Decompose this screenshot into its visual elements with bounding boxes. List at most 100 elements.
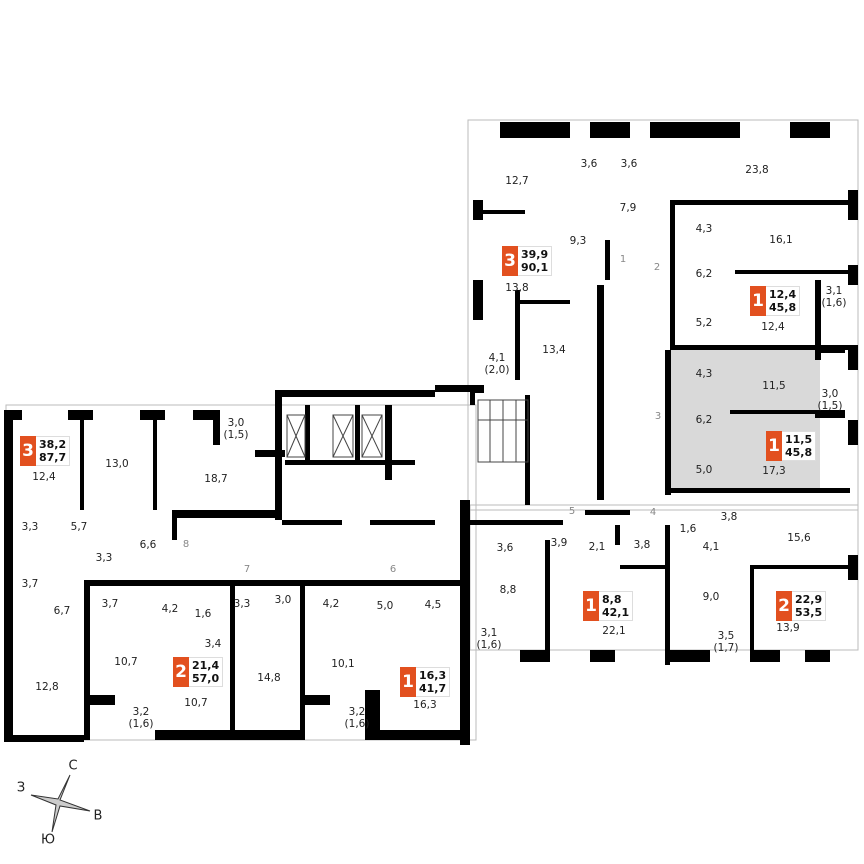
balcony-reduced-area: (1,6) [821,297,847,309]
room-count: 2 [776,591,792,621]
room-area-label: 2,1 [589,541,606,553]
balcony-reduced-area: (2,0) [484,364,510,376]
room-count: 3 [20,436,36,466]
room-area: 9,3 [569,235,587,247]
room-area: 5,0 [695,464,713,476]
room-area-label: 12,4 [32,471,55,483]
room-area: 3,6 [496,542,514,554]
apartment-door-number: 4 [649,507,657,518]
room-area: 1,6 [194,608,212,620]
room-area-label: 13,9 [776,622,799,634]
room-area-label: 9,3 [570,235,587,247]
apartment-door-number: 3 [654,411,662,422]
room-area: 3,0 [821,388,839,400]
room-area-label: 12,7 [505,175,528,187]
room-area: 3,0 [227,417,245,429]
room-area: 3,5 [717,630,735,642]
room-area: 16,3 [413,699,437,711]
room-count: 3 [502,246,518,276]
room-area-label: 17,3 [762,465,785,477]
room-area-label: 3,7 [22,578,39,590]
room-area-label: 4,2 [323,598,340,610]
room-area: 17,3 [762,465,786,477]
room-count: 1 [750,286,766,316]
total-area: 45,8 [769,301,797,314]
compass-north-label: С [68,758,78,774]
room-area: 18,7 [204,473,228,485]
living-area: 21,4 [192,659,220,672]
room-area-label: 3,6 [497,542,514,554]
room-area-label: 12,4 [761,321,784,333]
room-area-label: 3,1(1,6) [477,627,502,651]
room-area: 12,4 [761,321,785,333]
room-area: 12,4 [32,471,56,483]
room-area-label: 8,8 [500,584,517,596]
total-area: 57,0 [192,672,220,685]
room-area-label: 16,3 [413,699,436,711]
apartment-door-number: 7 [243,564,251,575]
room-area: 10,7 [184,697,208,709]
total-area: 53,5 [795,606,823,619]
room-area: 6,6 [139,539,157,551]
room-count: 1 [400,667,416,697]
compass-south-label: Ю [40,832,56,848]
total-area: 87,7 [39,451,67,464]
room-area: 4,3 [695,223,713,235]
room-area-label: 6,7 [54,605,71,617]
apartment-door-number: 1 [619,254,627,265]
room-area-label: 3,3 [234,598,251,610]
room-area-label: 3,9 [551,537,568,549]
room-area: 14,8 [257,672,281,684]
balcony-reduced-area: (1,7) [713,642,739,654]
room-area-label: 3,1(1,6) [822,285,847,309]
room-area-label: 18,7 [204,473,227,485]
apartment-door-number: 8 [182,539,190,550]
room-area-label: 5,7 [71,521,88,533]
balcony-reduced-area: (1,6) [128,718,154,730]
room-area: 6,2 [695,268,713,280]
room-area-label: 3,6 [621,158,638,170]
room-area-label: 13,0 [105,458,128,470]
compass-west-label: З [16,780,26,796]
room-area-label: 4,2 [162,603,179,615]
room-area: 3,3 [233,598,251,610]
room-area-label: 10,7 [114,656,137,668]
walls [4,122,858,745]
room-area-label: 4,1 [703,541,720,553]
room-area: 12,7 [505,175,529,187]
room-area: 3,8 [633,539,651,551]
room-area-label: 16,1 [769,234,792,246]
room-area-label: 4,5 [425,599,442,611]
room-area-label: 3,2(1,6) [345,706,370,730]
room-area: 16,1 [769,234,793,246]
room-area: 9,0 [702,591,720,603]
room-area-label: 5,2 [696,317,713,329]
room-area-label: 15,6 [787,532,810,544]
room-area: 12,8 [35,681,59,693]
living-area: 39,9 [521,248,549,261]
room-area: 15,6 [787,532,811,544]
room-area: 6,7 [53,605,71,617]
room-area-label: 12,8 [35,681,58,693]
room-area-label: 3,2(1,6) [129,706,154,730]
balcony-reduced-area: (1,5) [817,400,843,412]
room-area-label: 13,8 [505,282,528,294]
room-area-label: 3,0(1,5) [818,388,843,412]
room-area-label: 5,0 [696,464,713,476]
room-area-label: 4,3 [696,368,713,380]
room-area-label: 3,5(1,7) [714,630,739,654]
room-area: 3,3 [21,521,39,533]
room-area: 3,8 [720,511,738,523]
highlighted-apartment[interactable] [670,350,820,490]
staircase [286,399,529,463]
room-area: 3,9 [550,537,568,549]
